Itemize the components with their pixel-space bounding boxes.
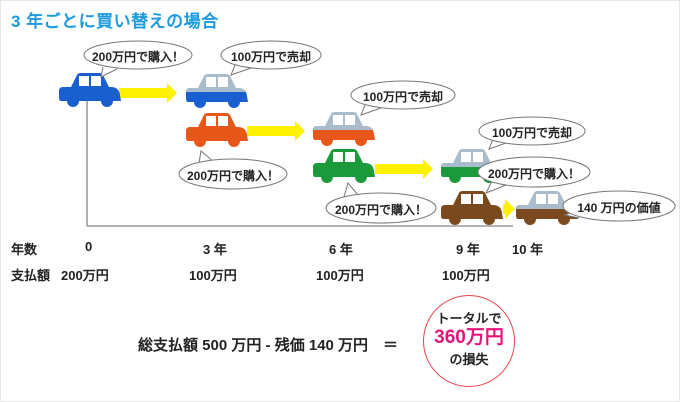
payment-label: 支払額: [11, 268, 51, 283]
loss-bottom: の損失: [449, 352, 489, 367]
arrow-year0-3: [119, 83, 177, 103]
bubble-sell-year6: 100万円で売却: [350, 80, 456, 116]
payment-year9: 100万円: [442, 268, 490, 283]
year-6: 6 年: [329, 242, 353, 257]
payment-year6: 100万円: [316, 268, 364, 283]
loss-circle: トータルで 360万円 の損失: [423, 295, 515, 387]
total-formula: 総支払額 500 万円 - 残価 140 万円 ＝: [138, 337, 399, 354]
bubble-buy-year9: 200万円で購入！: [477, 156, 591, 194]
bubble-sell-year9: 100万円で売却: [478, 116, 586, 150]
car-brown-new: [441, 191, 503, 225]
car-blue-used: [186, 74, 248, 108]
year-0: 0: [85, 239, 93, 254]
page-title: 3 年ごとに買い替えの場合: [11, 12, 219, 31]
bubble-buy-year0: 200万円で購入！: [83, 40, 193, 78]
car-blue-new: [59, 73, 121, 107]
payment-year0: 200万円: [61, 268, 109, 283]
car-brown-used: [516, 191, 578, 225]
year-9: 9 年: [456, 242, 480, 257]
year-3: 3 年: [203, 242, 227, 257]
bubble-buy-year6: 200万円で購入！: [325, 181, 437, 224]
bubble-buy-year3: 200万円で購入！: [178, 150, 288, 190]
loss-top: トータルで: [436, 311, 502, 326]
loss-amount: 360万円: [434, 327, 504, 348]
car-green-new: [313, 149, 375, 183]
payment-year3: 100万円: [189, 268, 237, 283]
bubble-value-year10: 140 万円の価値: [562, 190, 676, 222]
year-10: 10 年: [512, 242, 544, 257]
arrow-year6-9: [375, 159, 433, 179]
car-orange-used: [313, 112, 375, 146]
years-label: 年数: [11, 242, 38, 257]
car-orange-new: [186, 113, 248, 147]
bubble-sell-year3: 100万円で売却: [220, 40, 322, 76]
arrow-year9-10: [503, 199, 515, 219]
arrow-year3-6: [247, 121, 305, 141]
